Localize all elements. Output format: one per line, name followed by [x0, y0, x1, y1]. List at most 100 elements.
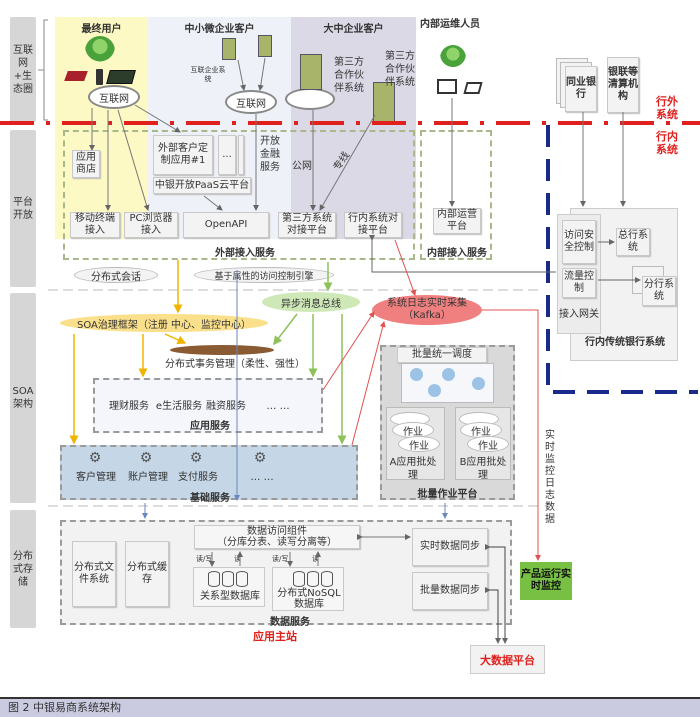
- async-bus: 异步消息总线: [262, 292, 360, 312]
- outside-label: 行外系统: [656, 95, 678, 121]
- tablet-icon: [106, 70, 136, 84]
- database-icon: [236, 571, 248, 587]
- printer-icon: [463, 82, 483, 94]
- kafka-log: 系统日志实时采集（Kafka）: [372, 295, 482, 325]
- a-batch-label: A应用批处理: [389, 457, 437, 481]
- zone-large-title: 大中企业客户: [323, 24, 384, 35]
- base-services-title: 基础服务: [190, 493, 230, 504]
- soa-governance: SOA治理框架（注册 中心、监控中心）: [60, 314, 268, 332]
- nosql-box: 分布式NoSQL数据库: [272, 567, 344, 611]
- app-service-item: 融资服务: [206, 401, 246, 412]
- app-service-item: e生活服务: [155, 401, 203, 412]
- tier-platform: 平台开放: [10, 130, 36, 287]
- monitor-log-label: 实时监控日志数据: [545, 430, 555, 525]
- branch-box: 分行系统: [642, 276, 676, 306]
- scheduler-box: 批量统一调度: [397, 347, 487, 363]
- abac-engine: 基于属性的访问控制引擎: [194, 267, 334, 283]
- legacy-title: 行内传统银行系统: [585, 337, 665, 348]
- mobile-access-box: 移动终端接入: [70, 212, 120, 238]
- external-access-title: 外部接入服务: [215, 248, 275, 259]
- database-icon: [293, 571, 305, 587]
- batch-platform-title: 批量作业平台: [417, 489, 478, 500]
- custom-app-more: ...: [218, 135, 236, 175]
- flow-node: [428, 384, 441, 397]
- base-service-item: 账户管理: [128, 472, 168, 483]
- rdb-label: 关系型数据库: [200, 591, 260, 602]
- bracket: [38, 19, 48, 121]
- main-site-label: 应用主站: [253, 630, 297, 643]
- batch-sync-box: 批量数据同步: [412, 572, 488, 610]
- zone-ops-title: 内部运维人员: [420, 19, 480, 30]
- clearing-box: 银联等清算机构: [607, 57, 639, 113]
- openapi-box: OpenAPI: [183, 212, 269, 238]
- app-services-zone: [93, 378, 323, 433]
- dist-tx-disc: [170, 345, 274, 355]
- custom-app-more-2: [238, 135, 244, 175]
- database-icon: [222, 571, 234, 587]
- figure-caption: 图 2 中银易商系统架构: [0, 697, 700, 717]
- big-data-box: 大数据平台: [470, 645, 545, 674]
- server-icon: [222, 38, 236, 60]
- base-services-zone: [60, 445, 358, 500]
- data-access-sub: （分库分表、读写分离等）: [217, 537, 337, 548]
- ops-user-icon: [440, 45, 466, 71]
- realtime-sync-box: 实时数据同步: [412, 528, 488, 566]
- gateway-label: 接入网关: [559, 309, 599, 320]
- rw-label: 读/写: [272, 555, 289, 563]
- job-item: 作业: [398, 436, 440, 452]
- data-access-box: 数据访问组件 （分库分表、读写分离等）: [194, 525, 360, 549]
- server-icon: [258, 35, 272, 57]
- flow-node: [442, 368, 455, 381]
- data-services-title: 数据服务: [270, 617, 310, 628]
- product-monitor-box: 产品运行实时监控: [520, 562, 572, 600]
- database-icon: [307, 571, 319, 587]
- server-icon: [300, 54, 322, 90]
- inside-label: 行内系统: [656, 130, 678, 156]
- dist-session: 分布式会话: [74, 267, 158, 283]
- peer-bank-box: 同业银行: [565, 66, 597, 112]
- tier-soa: SOA架构: [10, 293, 36, 503]
- user-icon: [85, 36, 115, 66]
- r-label: 读: [234, 555, 241, 563]
- internet-cloud-2: 互联网: [225, 90, 277, 114]
- app-services-title: 应用服务: [190, 421, 230, 432]
- dist-tx-label: 分布式事务管理（柔性、强性）: [165, 359, 305, 370]
- app-service-item: 理财服务: [109, 401, 149, 412]
- open-finance-label: 开放金融服务: [260, 136, 280, 173]
- app-store-box: 应用商店: [72, 150, 100, 178]
- partner-system-1-label: 第三方合作伙伴系统: [334, 57, 364, 94]
- big-data-label: 大数据平台: [480, 653, 535, 667]
- gear-icon: ⚙: [139, 450, 153, 466]
- paas-box: 中银开放PaaS云平台: [153, 177, 251, 194]
- sme-system-label: 互联企业系统: [190, 66, 226, 83]
- cache-box: 分布式缓存: [125, 541, 169, 607]
- phone-icon: [96, 69, 103, 85]
- scheduler-flow: [401, 363, 494, 403]
- zone-sme-title: 中小微企业客户: [184, 24, 255, 35]
- app-service-item: … …: [266, 401, 290, 412]
- r-label: 读: [312, 555, 319, 563]
- gear-icon: ⚙: [88, 450, 102, 466]
- laptop-icon: [64, 71, 88, 81]
- base-service-item: 支付服务: [178, 472, 218, 483]
- rdb-box: 关系型数据库: [193, 567, 265, 607]
- public-net-label: 公网: [292, 161, 312, 172]
- internet-cloud-1: 互联网: [88, 85, 140, 109]
- rw-label: 读/写: [196, 555, 213, 563]
- internal-access-title: 内部接入服务: [427, 248, 487, 259]
- flow-node: [410, 368, 423, 381]
- zone-end-user-title: 最终用户: [81, 24, 122, 35]
- internal-sys-box: 行内系统对接平台: [344, 212, 402, 238]
- external-access-zone: [63, 130, 415, 260]
- base-service-item: 客户管理: [76, 472, 116, 483]
- custom-app-box: 外部客户定制应用#1: [153, 135, 213, 175]
- head-office-box: 总行系统: [616, 228, 650, 256]
- internal-access-zone: [420, 130, 492, 260]
- security-box: 访问安全控制: [562, 220, 596, 264]
- internet-cloud-3: [285, 88, 335, 110]
- gear-icon: ⚙: [253, 450, 267, 466]
- internal-ops-box: 内部运营平台: [433, 208, 481, 234]
- b-batch-label: B应用批处理: [459, 457, 507, 481]
- third-party-box: 第三方系统对接平台: [278, 212, 336, 238]
- job-item: 作业: [467, 436, 509, 452]
